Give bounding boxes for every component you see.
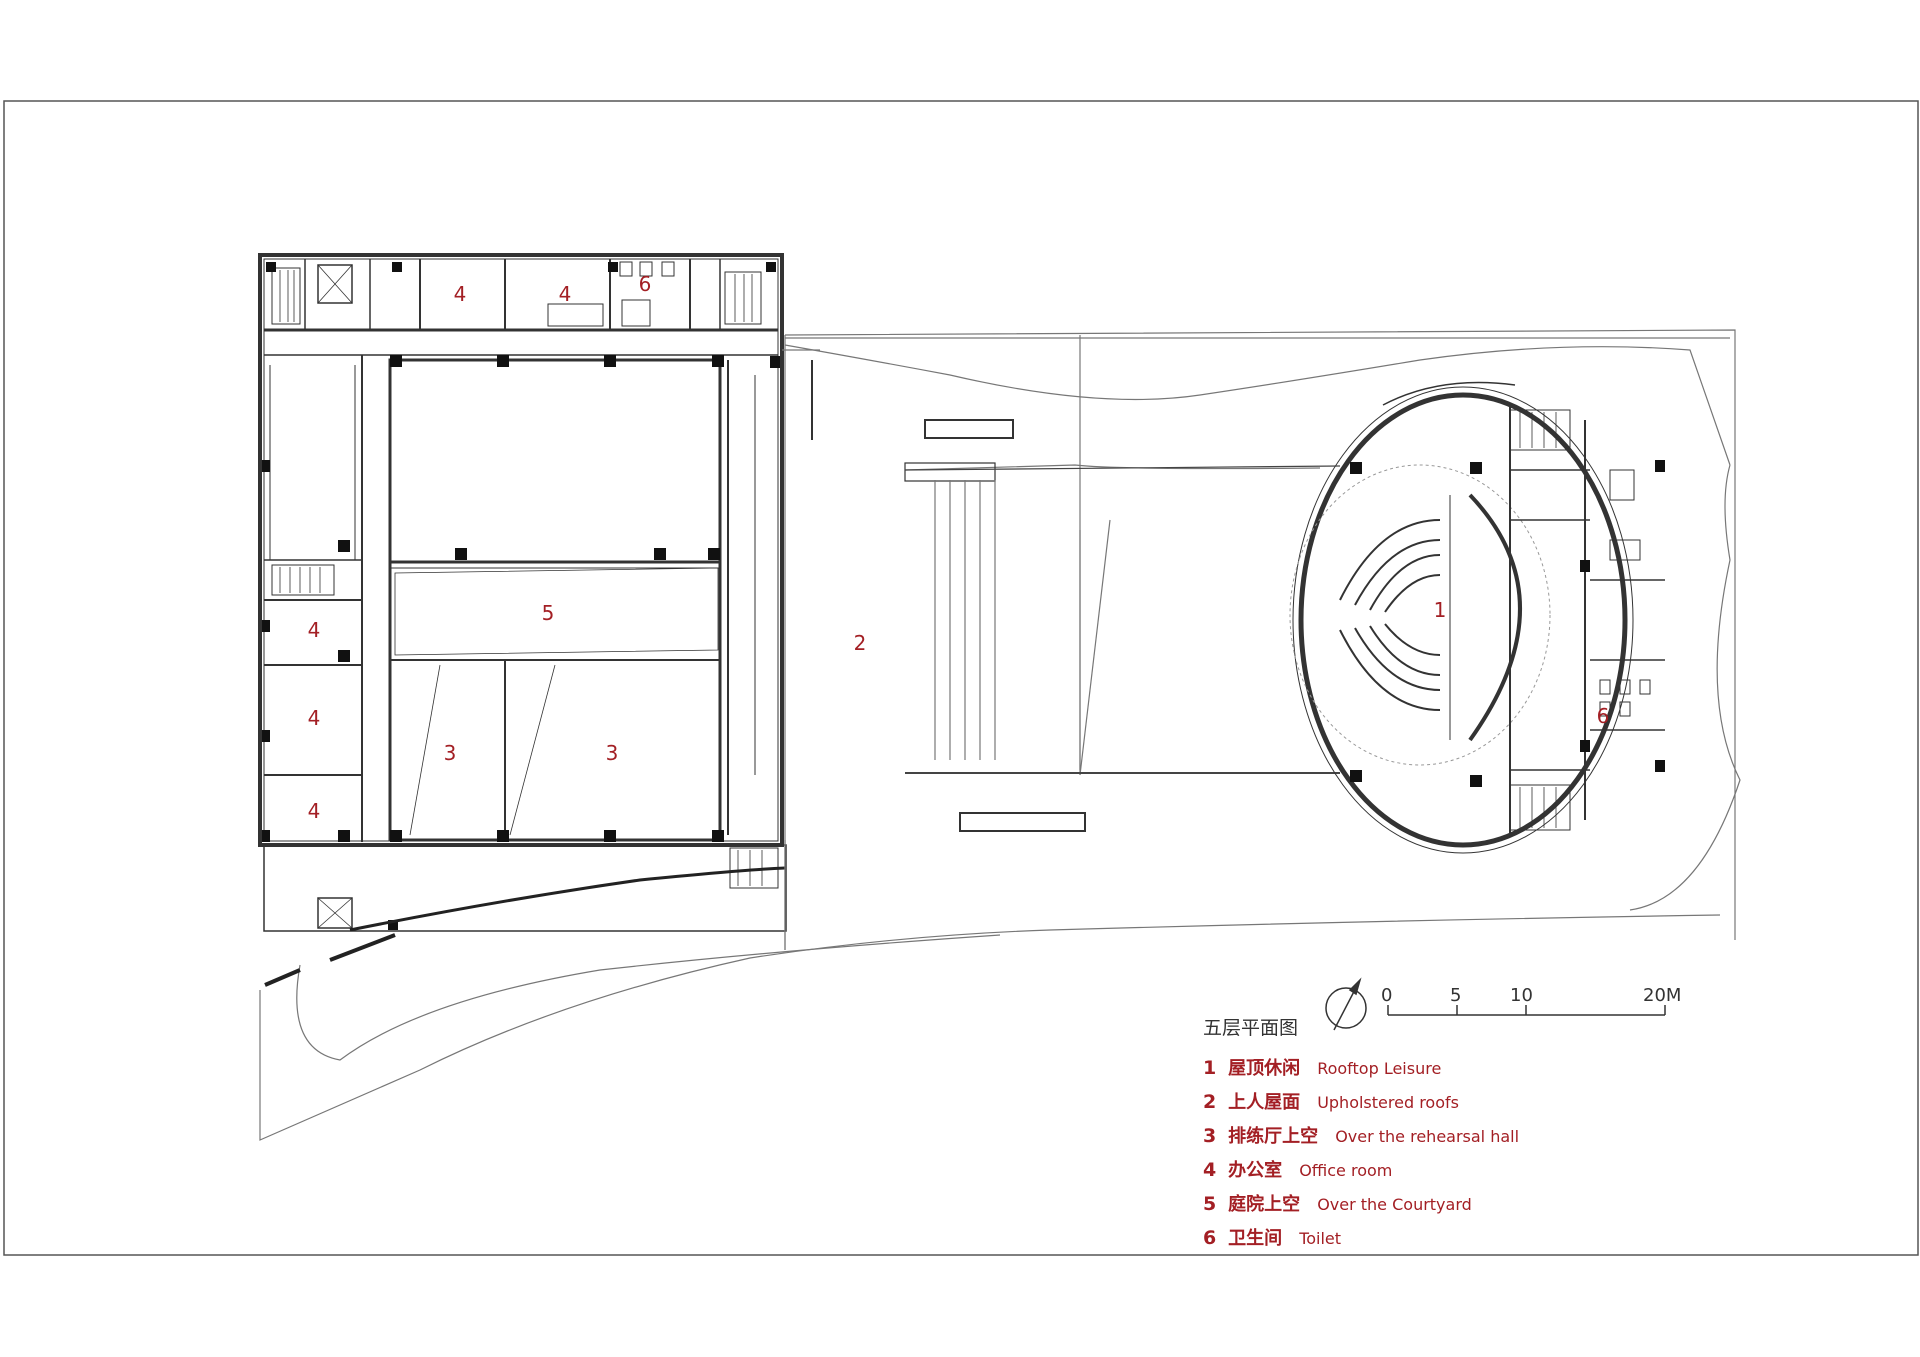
legend-en: Office room (1299, 1161, 1393, 1180)
room-label-3a: 3 (444, 741, 457, 765)
room-labels: 1 2 3 3 4 4 4 4 4 5 6 6 (308, 272, 1610, 823)
legend-en: Over the rehearsal hall (1335, 1127, 1520, 1146)
legend-cn: 办公室 (1228, 1160, 1283, 1181)
room-label-5: 5 (542, 601, 555, 625)
rotunda (1289, 381, 1665, 854)
legend-num: 4 (1203, 1159, 1217, 1181)
legend-item: 3 排练厅上空 Over the rehearsal hall (1203, 1119, 1519, 1153)
room-label-1: 1 (1434, 598, 1447, 622)
scale-label-0: 0 (1381, 985, 1393, 1006)
legend-item: 1 屋顶休闲 Rooftop Leisure (1203, 1051, 1519, 1085)
legend-num: 3 (1203, 1125, 1217, 1147)
legend-item: 4 办公室 Office room (1203, 1153, 1519, 1187)
room-label-6a: 6 (639, 272, 652, 296)
structural-columns (262, 262, 780, 930)
legend-item: 2 上人屋面 Upholstered roofs (1203, 1085, 1519, 1119)
scale-bar (1387, 1005, 1666, 1016)
legend-list: 1 屋顶休闲 Rooftop Leisure 2 上人屋面 Upholstere… (1203, 1051, 1519, 1255)
legend-en: Over the Courtyard (1317, 1195, 1472, 1214)
legend-num: 2 (1203, 1091, 1217, 1113)
scale-label-20m: 20M (1643, 985, 1682, 1006)
legend-cn: 卫生间 (1228, 1228, 1283, 1249)
room-label-6b: 6 (1597, 704, 1610, 728)
legend-cn: 屋顶休闲 (1228, 1058, 1301, 1079)
room-label-4b: 4 (559, 282, 572, 306)
legend-cn: 上人屋面 (1228, 1092, 1301, 1113)
room-label-4d: 4 (308, 706, 321, 730)
legend-cn: 排练厅上空 (1228, 1126, 1319, 1147)
room-label-4a: 4 (454, 282, 467, 306)
room-label-2: 2 (854, 631, 867, 655)
legend-cn: 庭院上空 (1228, 1194, 1301, 1215)
scale-label-5: 5 (1450, 985, 1462, 1006)
legend-num: 1 (1203, 1057, 1217, 1079)
legend-en: Toilet (1299, 1229, 1342, 1248)
legend-en: Upholstered roofs (1317, 1093, 1459, 1112)
upholstered-roof (782, 329, 1741, 950)
legend-item: 5 庭院上空 Over the Courtyard (1203, 1187, 1519, 1221)
scale-label-10: 10 (1510, 985, 1533, 1006)
legend: 五层平面图 1 屋顶休闲 Rooftop Leisure 2 上人屋面 Upho… (1203, 1017, 1723, 1249)
north-arrow-icon (1325, 977, 1367, 1031)
left-building (258, 253, 787, 932)
legend-num: 6 (1203, 1227, 1217, 1249)
legend-en: Rooftop Leisure (1317, 1059, 1442, 1078)
room-label-4c: 4 (308, 618, 321, 642)
room-label-4e: 4 (308, 799, 321, 823)
legend-num: 5 (1203, 1193, 1217, 1215)
room-label-3b: 3 (606, 741, 619, 765)
site-curves (259, 840, 1721, 1141)
plan-title: 五层平面图 (1203, 1017, 1299, 1039)
legend-item: 6 卫生间 Toilet (1203, 1221, 1519, 1255)
rotunda-columns (1350, 460, 1665, 787)
drawing-frame (3, 100, 1919, 1256)
